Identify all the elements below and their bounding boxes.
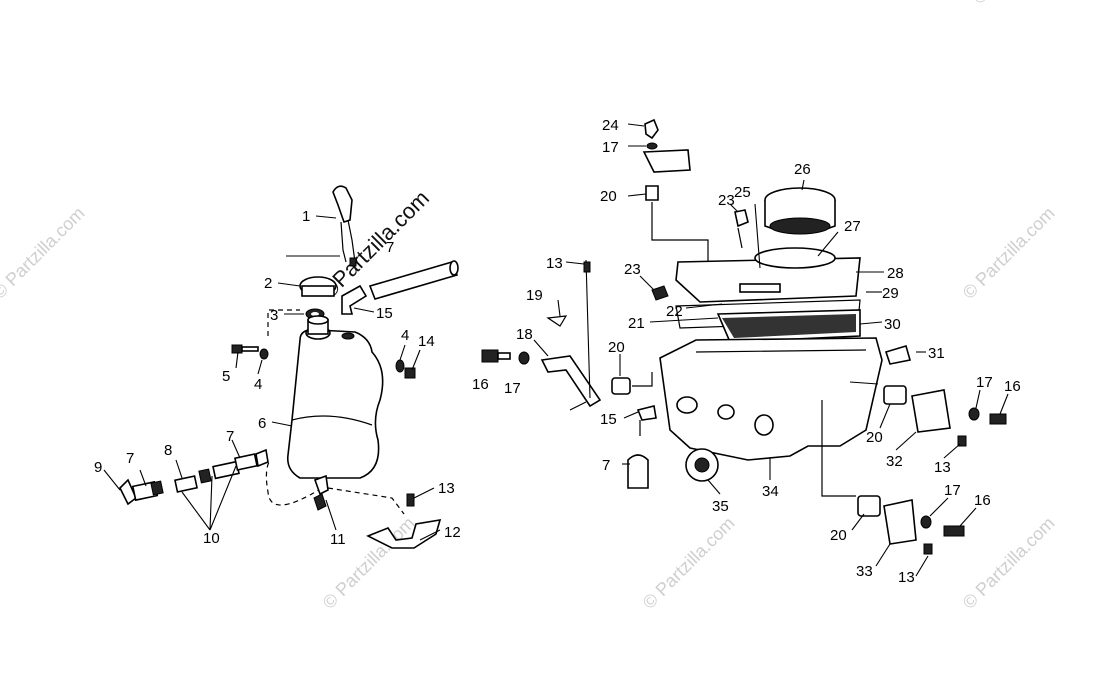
elbow-fitting [341,284,368,315]
tank-bracket [366,519,442,549]
callout-17: 17 [504,380,521,397]
callout-32: 32 [886,453,903,470]
callout-15: 15 [376,305,393,322]
oil-tank [286,328,384,479]
lower-mount-plate [883,499,917,545]
callout-12: 12 [444,524,461,541]
watermark-faint: © Partzilla.com [969,0,1069,8]
callout-3: 3 [270,307,278,324]
drain-hose [627,454,649,489]
watermark-faint: © Partzilla.com [0,203,89,303]
callout-27: 27 [844,218,861,235]
callout-5: 5 [222,368,230,385]
callout-31: 31 [928,345,945,362]
bracket-bolt [406,493,415,507]
mount-plate [911,389,951,433]
clip-left [651,285,669,301]
callout-25: 25 [734,184,751,201]
mount-bracket [540,355,602,408]
drain-plug [884,345,912,365]
callout-17: 17 [602,139,619,156]
callout-19: 19 [526,287,543,304]
callout-17: 17 [944,482,961,499]
drain-fitting [313,474,329,496]
callout-24: 24 [602,117,619,134]
washer [395,359,405,373]
top-screw [644,118,659,140]
nut [404,367,416,379]
callout-4: 4 [254,376,262,393]
callout-4: 4 [401,327,409,344]
callout-34: 34 [762,483,779,500]
rubber-mount [611,377,631,395]
callout-labels: 1 2 3 7 15 4 14 5 4 6 7 8 7 9 10 11 13 1… [94,117,1021,586]
top-bracket [642,149,691,173]
callout-16: 16 [974,492,991,509]
bolt [231,344,243,354]
callout-20: 20 [608,339,625,356]
callout-11: 11 [330,531,346,548]
callout-9: 9 [94,459,102,476]
callout-20: 20 [830,527,847,544]
callout-23: 23 [718,192,735,209]
callout-17: 17 [976,374,993,391]
bracket-bolt-left [481,349,499,363]
leader-lines [103,123,1009,577]
watermark-faint: © Partzilla.com [639,0,739,3]
callout-2: 2 [264,275,272,292]
callout-13: 13 [934,459,951,476]
callout-20: 20 [600,188,617,205]
watermark-faint: © Partzilla.com [319,513,419,613]
callout-33: 33 [856,563,873,580]
callout-16: 16 [1004,378,1021,395]
rubber-mount-lower [857,495,881,517]
callout-7: 7 [386,239,394,256]
callout-23: 23 [624,261,641,278]
callout-7: 7 [602,457,610,474]
airbox-body [659,337,883,461]
callout-20: 20 [866,429,883,446]
callout-16: 16 [472,376,489,393]
callout-29: 29 [882,285,899,302]
rubber-mount-right [883,385,907,405]
callout-15: 15 [600,411,617,428]
watermark-faint: © Partzilla.com [639,513,739,613]
callout-1: 1 [302,208,310,225]
callout-7: 7 [126,450,134,467]
watermark-faint: © Partzilla.com [959,513,1059,613]
callout-22: 22 [666,303,683,320]
callout-13: 13 [546,255,563,272]
hose-connector [174,475,198,493]
callout-26: 26 [794,161,811,178]
callout-21: 21 [628,315,645,332]
oil-tank-assembly [119,185,459,549]
callout-8: 8 [164,442,172,459]
breather-fitting [636,405,657,421]
callout-14: 14 [418,333,435,350]
watermark-faint: © Partzilla.com [959,203,1059,303]
callout-6: 6 [258,415,266,432]
callout-30: 30 [884,316,901,333]
dipstick-part [332,185,353,224]
callout-7: 7 [226,428,234,445]
callout-18: 18 [516,326,533,343]
callout-13: 13 [898,569,915,586]
callout-13: 13 [438,480,455,497]
clip [734,209,749,228]
airbox-assembly [481,118,1007,555]
vent-hose [368,261,459,300]
callout-35: 35 [712,498,729,515]
callout-28: 28 [887,265,904,282]
grommet [645,185,659,201]
callout-10: 10 [203,530,220,547]
dipstick-tip [349,257,357,267]
